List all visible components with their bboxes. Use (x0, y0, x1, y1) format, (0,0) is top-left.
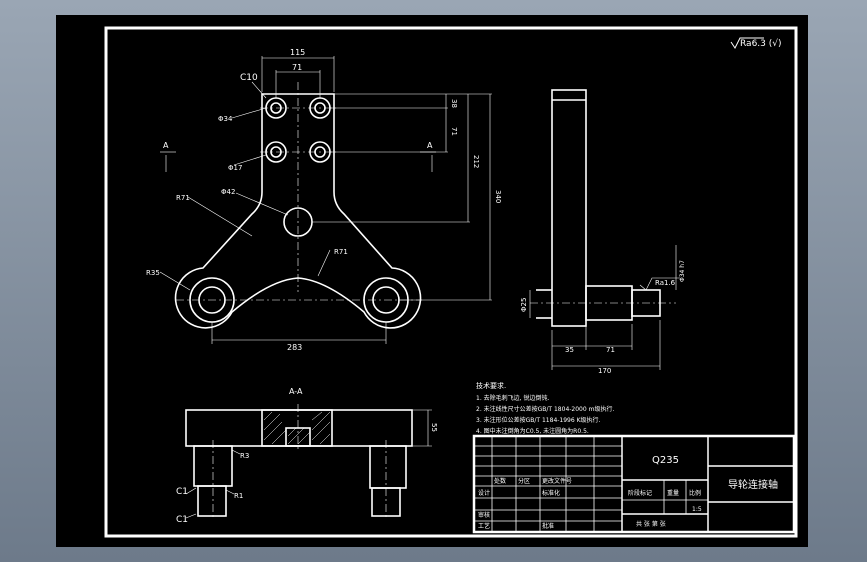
section-dimensions (185, 409, 432, 519)
side-dim-170: 170 (598, 367, 611, 375)
col-header: 更改文件号 (542, 477, 572, 485)
notes-title: 技术要求. (476, 381, 506, 390)
note-line: 3. 未注形位公差按GB/T 1184-1996 K级执行. (476, 416, 601, 424)
roughness-symbol-icon (730, 37, 764, 49)
row-process: 工艺 (478, 522, 490, 530)
note-line: 4. 图中未注倒角为C0.5, 未注圆角为R0.5. (476, 427, 589, 435)
row-approve: 批准 (542, 522, 554, 530)
material-label: Q235 (652, 455, 679, 466)
row-design: 设计 (478, 489, 490, 497)
section-dim-55: 55 (430, 423, 438, 432)
section-label-r1: R1 (234, 492, 243, 500)
weight-label: 重量 (667, 489, 679, 497)
dim-71: 71 (292, 63, 302, 72)
section-mark-right: A (427, 141, 433, 150)
row-check: 审核 (478, 511, 490, 519)
label-c10: C10 (240, 73, 258, 83)
roughness-note: Ra6.3 (√) (740, 38, 782, 49)
label-phi42: Φ42 (221, 188, 235, 196)
label-r71-right: R71 (334, 248, 348, 256)
dim-115: 115 (290, 48, 305, 57)
sheet-count: 共 张 第 张 (636, 520, 666, 528)
note-line: 1. 去除毛刺飞边, 锐边倒钝. (476, 394, 549, 402)
row-standard: 标准化 (542, 489, 560, 497)
drawing-border (104, 26, 798, 538)
section-view (185, 409, 413, 517)
section-hatch (263, 411, 331, 445)
label-r35: R35 (146, 269, 160, 277)
note-line: 2. 未注线性尺寸公差按GB/T 1804-2000 m级执行. (476, 405, 614, 413)
label-r71-left: R71 (176, 194, 190, 202)
front-dimensions (159, 56, 492, 344)
side-dim-71: 71 (606, 346, 615, 354)
section-mark-left: A (163, 141, 169, 150)
label-phi34: Φ34 (218, 115, 233, 123)
technical-notes: 技术要求. 1. 去除毛刺飞边, 锐边倒钝. 2. 未注线性尺寸公差按GB/T … (476, 381, 614, 435)
scale-label: 比例 (689, 489, 701, 497)
part-name: 导轮连接轴 (728, 478, 778, 491)
col-header: 分区 (518, 477, 530, 485)
drawing-sheet (56, 15, 808, 547)
center-lines (176, 82, 422, 301)
dim-340: 340 (494, 190, 502, 203)
scale-value: 1:5 (692, 506, 702, 513)
col-header: 处数 (494, 477, 506, 485)
label-phi17: Φ17 (228, 164, 242, 172)
side-tolerance: Φ34 h7 (679, 260, 686, 282)
side-roughness: Ra1.6 (655, 279, 676, 287)
section-center-lines (212, 404, 387, 520)
side-dimensions (529, 245, 680, 370)
section-label-r3: R3 (240, 452, 249, 460)
dim-283: 283 (287, 343, 302, 352)
dim-38: 38 (450, 99, 458, 108)
section-title: A-A (289, 387, 303, 396)
section-label-c1-bottom: C1 (176, 515, 188, 525)
dim-71-vertical: 71 (450, 127, 458, 136)
section-label-c1-top: C1 (176, 487, 188, 497)
side-dim-phi: Φ25 (520, 298, 528, 312)
stage-label: 阶段标记 (628, 489, 652, 497)
title-block (472, 434, 796, 534)
dim-212: 212 (472, 155, 480, 168)
side-dim-35: 35 (565, 346, 574, 354)
